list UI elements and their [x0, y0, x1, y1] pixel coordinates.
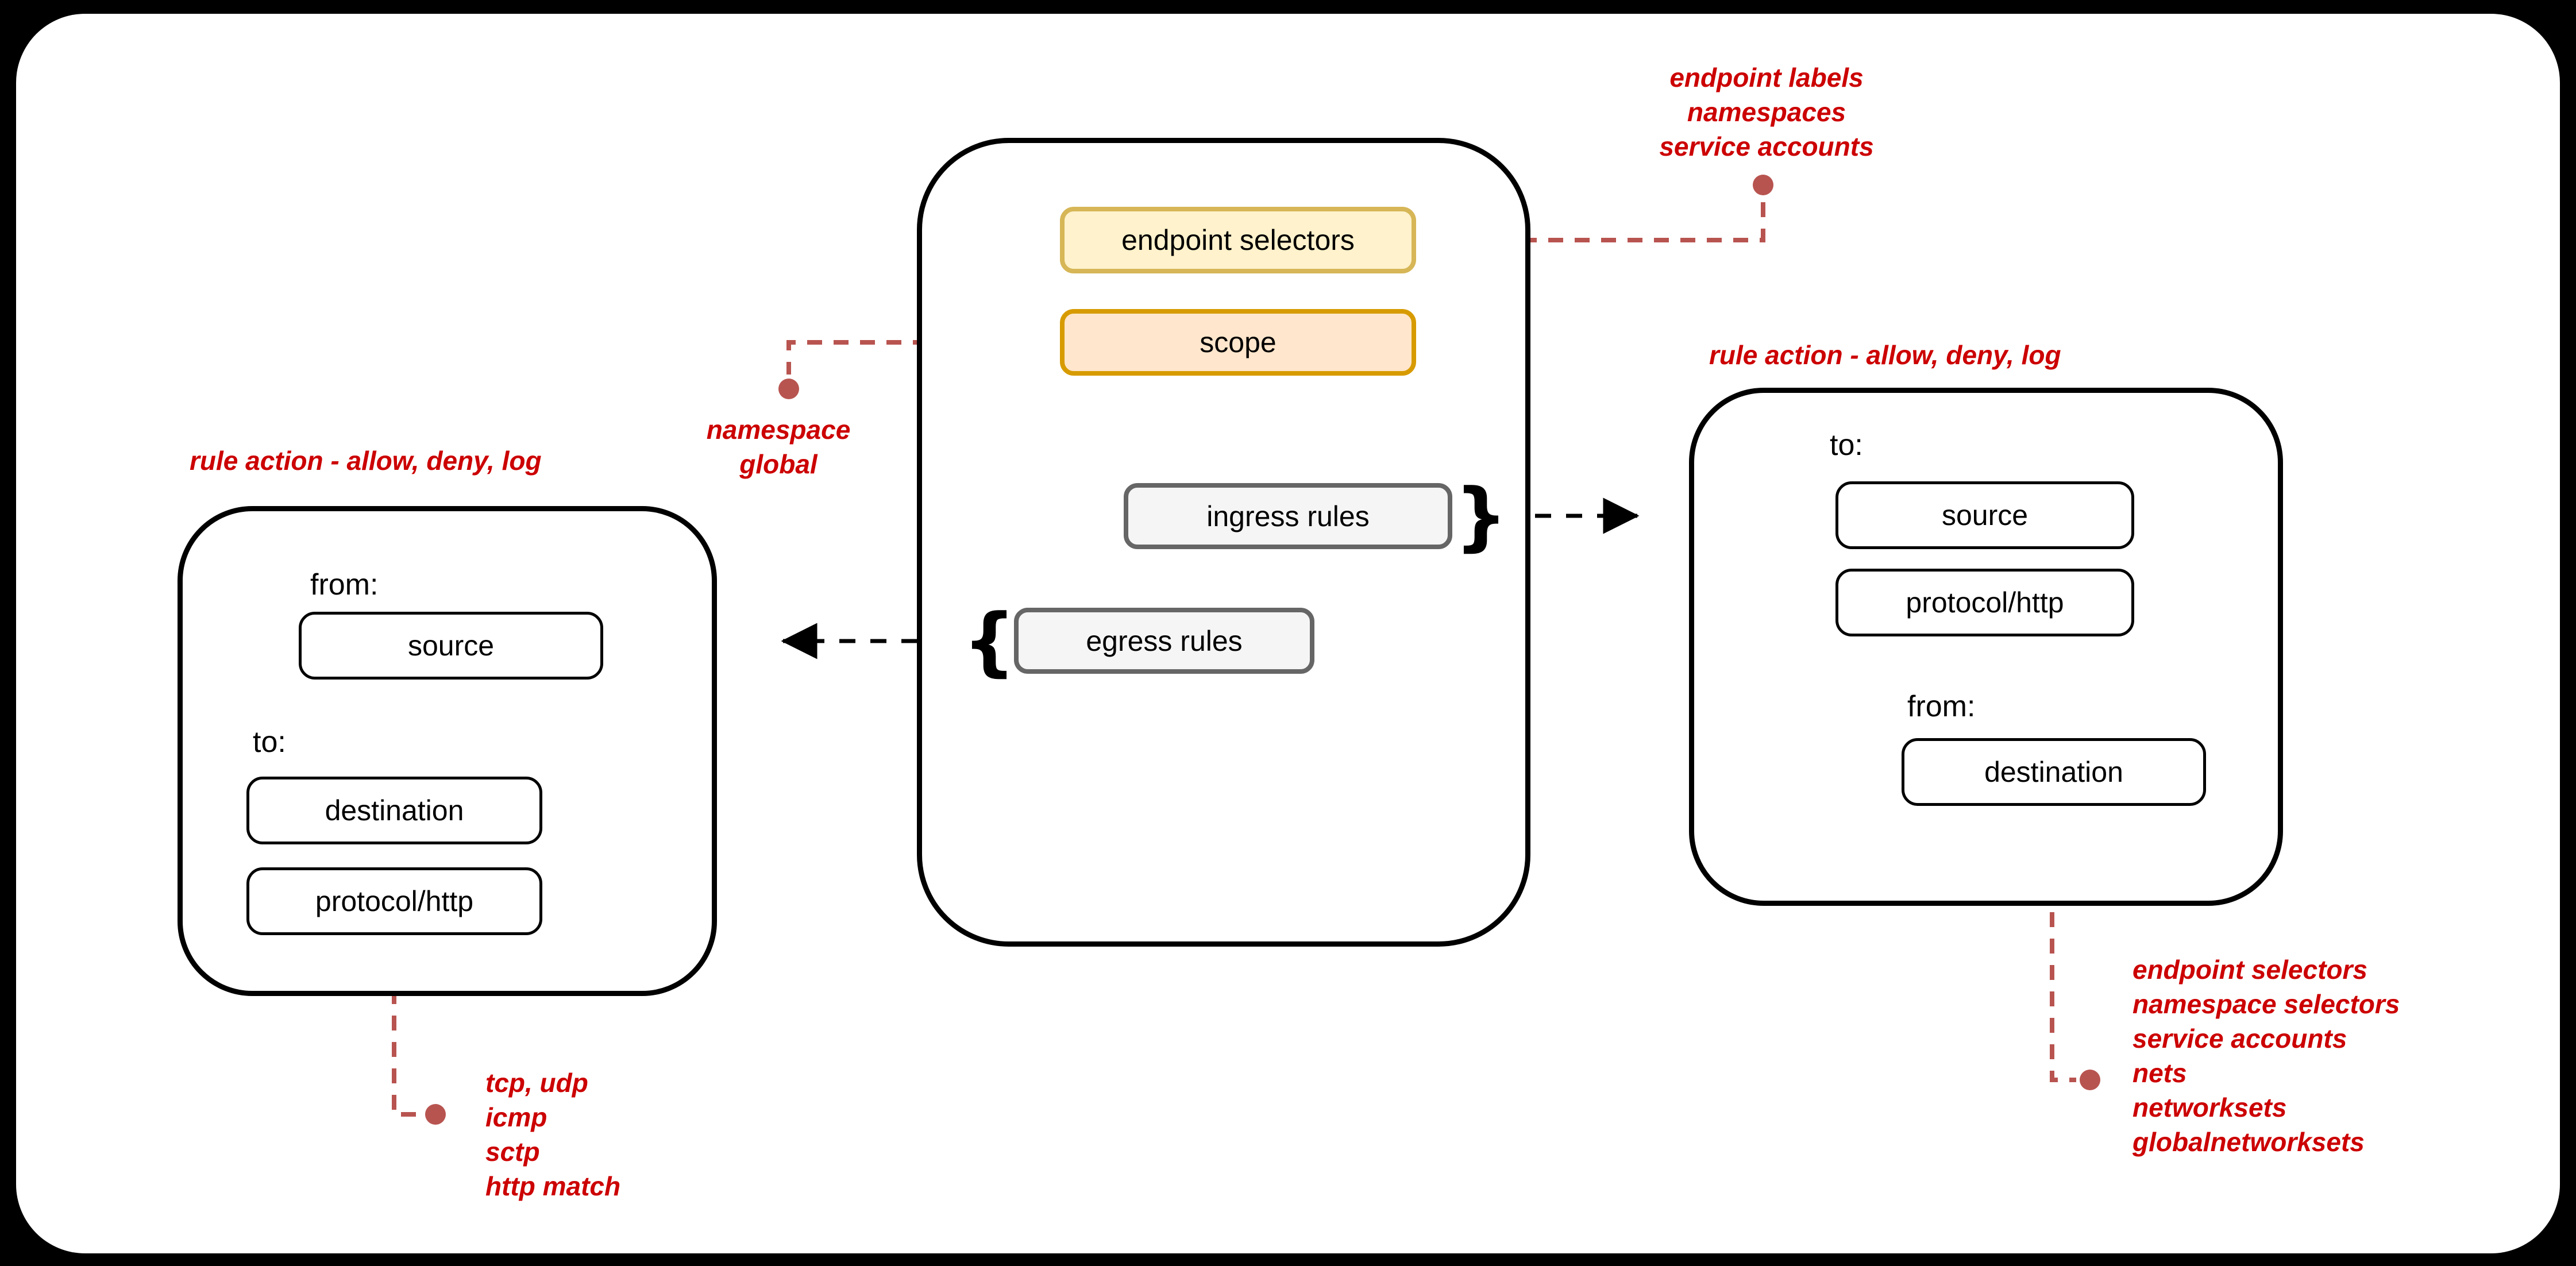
- scope-note: namespace global: [632, 412, 925, 481]
- right-source-box: source: [1835, 481, 2134, 549]
- note-line: sctp: [485, 1137, 540, 1167]
- note-line: networksets: [2132, 1093, 2287, 1122]
- right-destination-label: destination: [1984, 756, 2123, 788]
- right-to-label: to:: [1830, 429, 1863, 462]
- note-line: globalnetworksets: [2132, 1127, 2365, 1157]
- right-rule-action-title: rule action - allow, deny, log: [1709, 340, 2061, 370]
- left-source-box: source: [299, 612, 603, 680]
- left-rule-action-title: rule action - allow, deny, log: [190, 446, 542, 476]
- destination-note: endpoint selectors namespace selectors s…: [2132, 952, 2400, 1159]
- right-destination-box: destination: [1902, 738, 2206, 806]
- ingress-brace: }: [1454, 472, 1508, 559]
- right-from-label: from:: [1907, 690, 1976, 723]
- egress-rules-box: egress rules: [1014, 608, 1314, 674]
- note-line: nets: [2132, 1058, 2187, 1088]
- right-source-label: source: [1941, 499, 2029, 531]
- left-to-label: to:: [253, 725, 286, 759]
- ingress-rules-box: ingress rules: [1124, 483, 1452, 549]
- note-line: endpoint selectors: [2132, 955, 2367, 985]
- note-line: endpoint labels: [1669, 63, 1864, 92]
- ingress-rules-label: ingress rules: [1206, 500, 1370, 532]
- note-line: global: [739, 449, 817, 479]
- note-line: icmp: [485, 1102, 547, 1132]
- note-line: tcp, udp: [485, 1068, 588, 1098]
- left-protocol-label: protocol/http: [315, 885, 474, 917]
- ingress-rule-detail-container: [1689, 388, 2283, 906]
- egress-rules-label: egress rules: [1086, 624, 1243, 657]
- endpoint-selectors-label: endpoint selectors: [1121, 224, 1355, 256]
- note-line: namespace selectors: [2132, 989, 2400, 1019]
- egress-brace: {: [962, 597, 1016, 685]
- left-source-label: source: [407, 630, 495, 662]
- left-protocol-box: protocol/http: [246, 867, 542, 935]
- left-destination-label: destination: [325, 794, 464, 827]
- note-line: http match: [485, 1171, 621, 1201]
- note-line: namespaces: [1687, 97, 1846, 127]
- scope-label: scope: [1200, 326, 1277, 358]
- note-line: service accounts: [1659, 132, 1874, 161]
- protocol-note: tcp, udp icmp sctp http match: [485, 1066, 620, 1203]
- right-protocol-label: protocol/http: [1906, 586, 2064, 619]
- left-destination-box: destination: [246, 777, 542, 844]
- right-protocol-box: protocol/http: [1835, 569, 2134, 636]
- note-line: namespace: [706, 415, 851, 445]
- endpoint-selectors-box: endpoint selectors: [1060, 207, 1416, 273]
- left-from-label: from:: [310, 568, 379, 601]
- scope-box: scope: [1060, 309, 1416, 376]
- endpoint-selectors-note: endpoint labels namespaces service accou…: [1591, 60, 1942, 164]
- note-line: service accounts: [2132, 1024, 2347, 1053]
